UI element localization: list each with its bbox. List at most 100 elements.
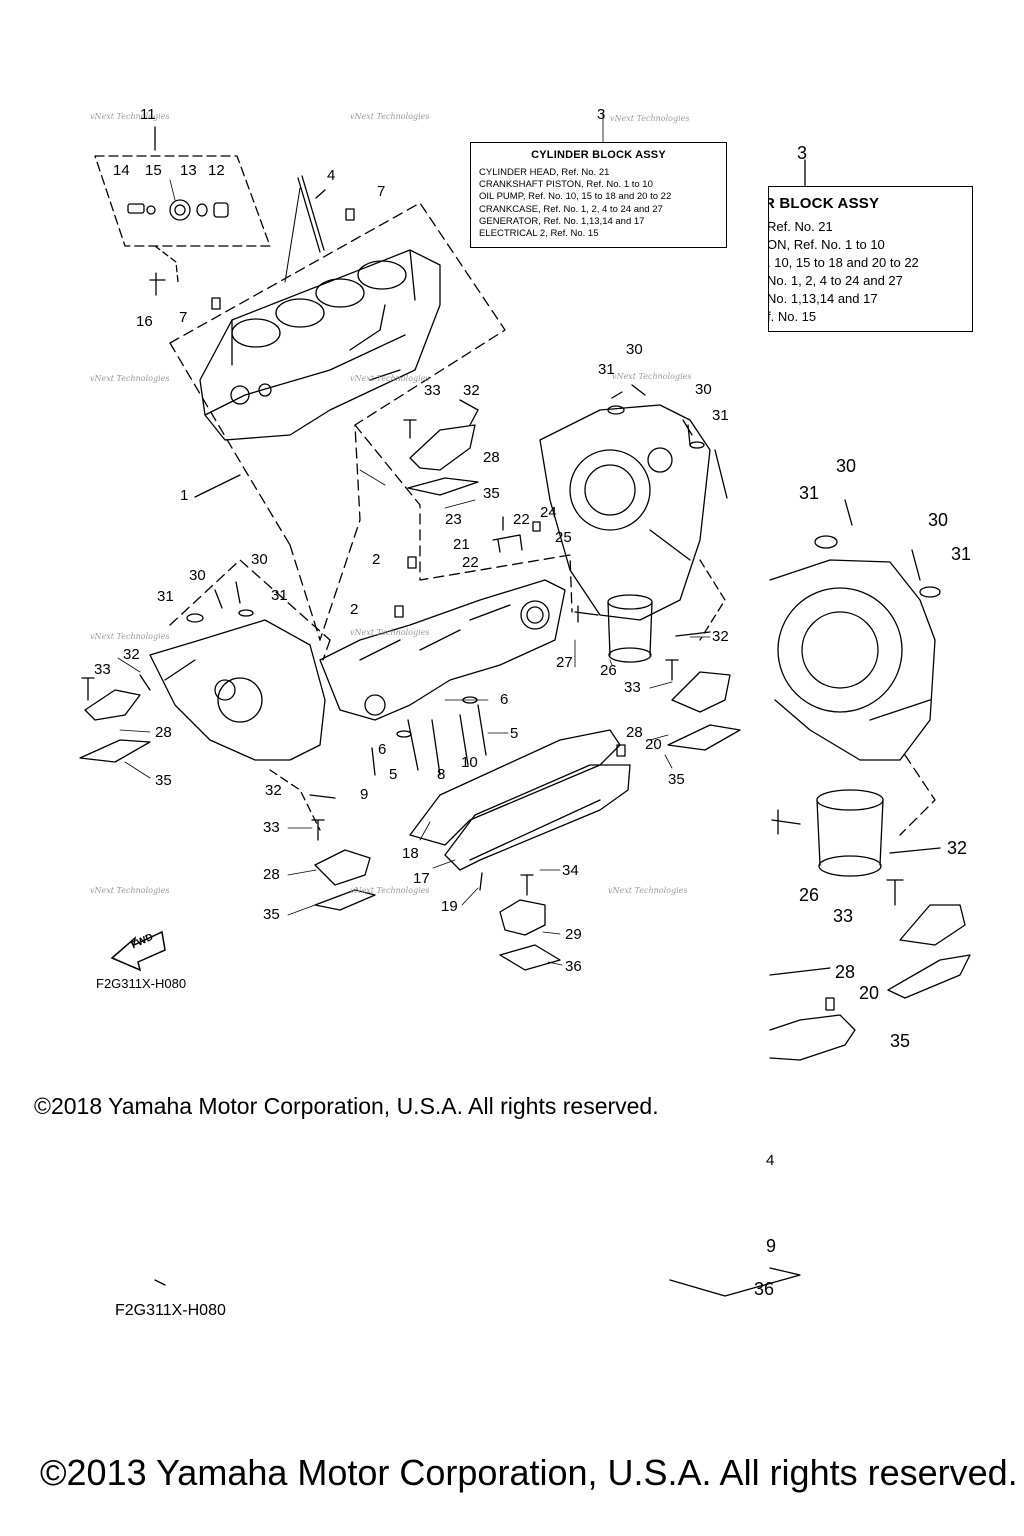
- legend-line: OIL PUMP, Ref. No. 10, 15 to 18 and 20 t…: [479, 191, 672, 203]
- callout: 28: [483, 449, 500, 466]
- bolt-33a: [81, 677, 95, 701]
- callout: 33: [424, 382, 441, 399]
- legend-zoom-line: Ref. No. 21: [768, 219, 833, 234]
- bolt-30b: [682, 419, 693, 436]
- callout: 31: [712, 407, 729, 424]
- callout: 11: [140, 106, 156, 123]
- callout: 17: [413, 870, 430, 887]
- callout: 7: [179, 309, 188, 326]
- dowel-2b: [394, 605, 404, 618]
- callout: 20: [859, 983, 880, 1003]
- callout: 35: [668, 771, 685, 788]
- watermark: vNext Technologies: [612, 372, 692, 381]
- zoom-bolt-30b: [911, 549, 921, 581]
- callout: 4: [327, 167, 336, 184]
- callout: 21: [453, 536, 470, 553]
- callout: 5: [389, 766, 398, 783]
- bolt-30a: [631, 384, 646, 396]
- drawing-code-repeat: F2G311X-H080: [115, 1302, 226, 1319]
- callout: 12: [208, 162, 225, 179]
- clamp-21: [492, 534, 523, 553]
- washer-31a: [607, 405, 625, 415]
- watermark: vNext Technologies: [90, 374, 170, 383]
- legend-zoom-line: . 10, 15 to 18 and 20 to 22: [768, 255, 919, 270]
- callout: 35: [263, 906, 280, 923]
- callout: 6: [500, 691, 509, 708]
- callout: 22: [462, 554, 479, 571]
- oil-pan-gasket-18: [409, 729, 621, 846]
- watermark: vNext Technologies: [350, 628, 430, 637]
- callout: 19: [441, 898, 458, 915]
- callout: 33: [94, 661, 111, 678]
- callout: 30: [928, 510, 949, 530]
- callout: 15: [145, 162, 162, 179]
- callout: 5: [510, 725, 519, 742]
- legend-line: GENERATOR, Ref. No. 1,13,14 and 17: [479, 215, 645, 227]
- callout: 30: [251, 551, 268, 568]
- group-box-left: [169, 559, 331, 641]
- legend-line: CRANKSHAFT PISTON, Ref. No. 1 to 10: [479, 179, 653, 191]
- cover-28b: [314, 849, 371, 886]
- zoom-panel-parts: [154, 159, 971, 1297]
- watermark: vNext Technologies: [90, 886, 170, 895]
- washer-31b: [689, 441, 705, 449]
- fitting-27: [574, 605, 599, 623]
- gasket-32: [309, 794, 336, 799]
- callout: 3: [797, 143, 808, 163]
- callout: 22: [513, 511, 530, 528]
- callout: 36: [565, 958, 582, 975]
- group-box-crankcase: [169, 202, 573, 661]
- dowel-7b: [211, 297, 221, 310]
- washer-31c: [186, 613, 204, 623]
- zoom-fitting-27: [771, 809, 801, 835]
- bolt-8: [431, 719, 441, 776]
- callout: 31: [271, 587, 288, 604]
- copyright-notice-large: ©2013 Yamaha Motor Corporation, U.S.A. A…: [40, 1452, 1018, 1493]
- callout: 2: [372, 551, 381, 568]
- legend-zoom-title: R BLOCK ASSY: [768, 195, 880, 212]
- callout: 3: [597, 106, 606, 123]
- watermark: vNext Technologies: [90, 632, 170, 641]
- legend-line: ELECTRICAL 2, Ref. No. 15: [479, 228, 599, 240]
- callout: 29: [565, 926, 582, 943]
- callout: 26: [600, 662, 617, 679]
- stud-4: [297, 175, 325, 253]
- bolt-19: [479, 872, 483, 891]
- callout: 28: [155, 724, 172, 741]
- watermark: vNext Technologies: [90, 112, 170, 121]
- oil-fitting-parts: [127, 199, 229, 221]
- callout: 35: [483, 485, 500, 502]
- gasket-35b: [314, 889, 376, 911]
- legend-line: CYLINDER HEAD, Ref. No. 21: [479, 167, 610, 178]
- breather-cover-upper: [403, 399, 479, 496]
- watermark: vNext Technologies: [350, 112, 430, 121]
- callout: 24: [540, 504, 557, 521]
- callout: 30: [695, 381, 712, 398]
- callout: 28: [626, 724, 643, 741]
- assembly-legend-zoom: R BLOCK ASSY Ref. No. 21 ON, Ref. No. 1 …: [768, 186, 973, 332]
- callout: 27: [556, 654, 573, 671]
- zoom-bolt-30: [844, 499, 853, 526]
- callout: 4: [766, 1152, 775, 1169]
- assembly-legend: CYLINDER BLOCK ASSY CYLINDER HEAD, Ref. …: [470, 142, 727, 248]
- gasket-35a: [79, 739, 151, 763]
- callout: 33: [263, 819, 280, 836]
- group-box-oil-fitting: [94, 155, 271, 247]
- bolt-9: [371, 747, 376, 776]
- generator-cover-left: [149, 619, 326, 761]
- dowel-20: [616, 744, 626, 757]
- callout: 2: [350, 601, 359, 618]
- oil-pan-17: [444, 764, 631, 871]
- callout: 34: [562, 862, 579, 879]
- watermark: vNext Technologies: [350, 374, 430, 383]
- legend-title: CYLINDER BLOCK ASSY: [531, 149, 666, 161]
- callout: 26: [799, 885, 820, 905]
- cylinder-block: [199, 249, 441, 441]
- washer-31d: [238, 609, 254, 617]
- callout: 32: [265, 782, 282, 799]
- bolt-5b: [477, 704, 487, 756]
- callout: 23: [445, 511, 462, 528]
- callout: 31: [799, 483, 820, 503]
- dowel-24: [532, 521, 541, 532]
